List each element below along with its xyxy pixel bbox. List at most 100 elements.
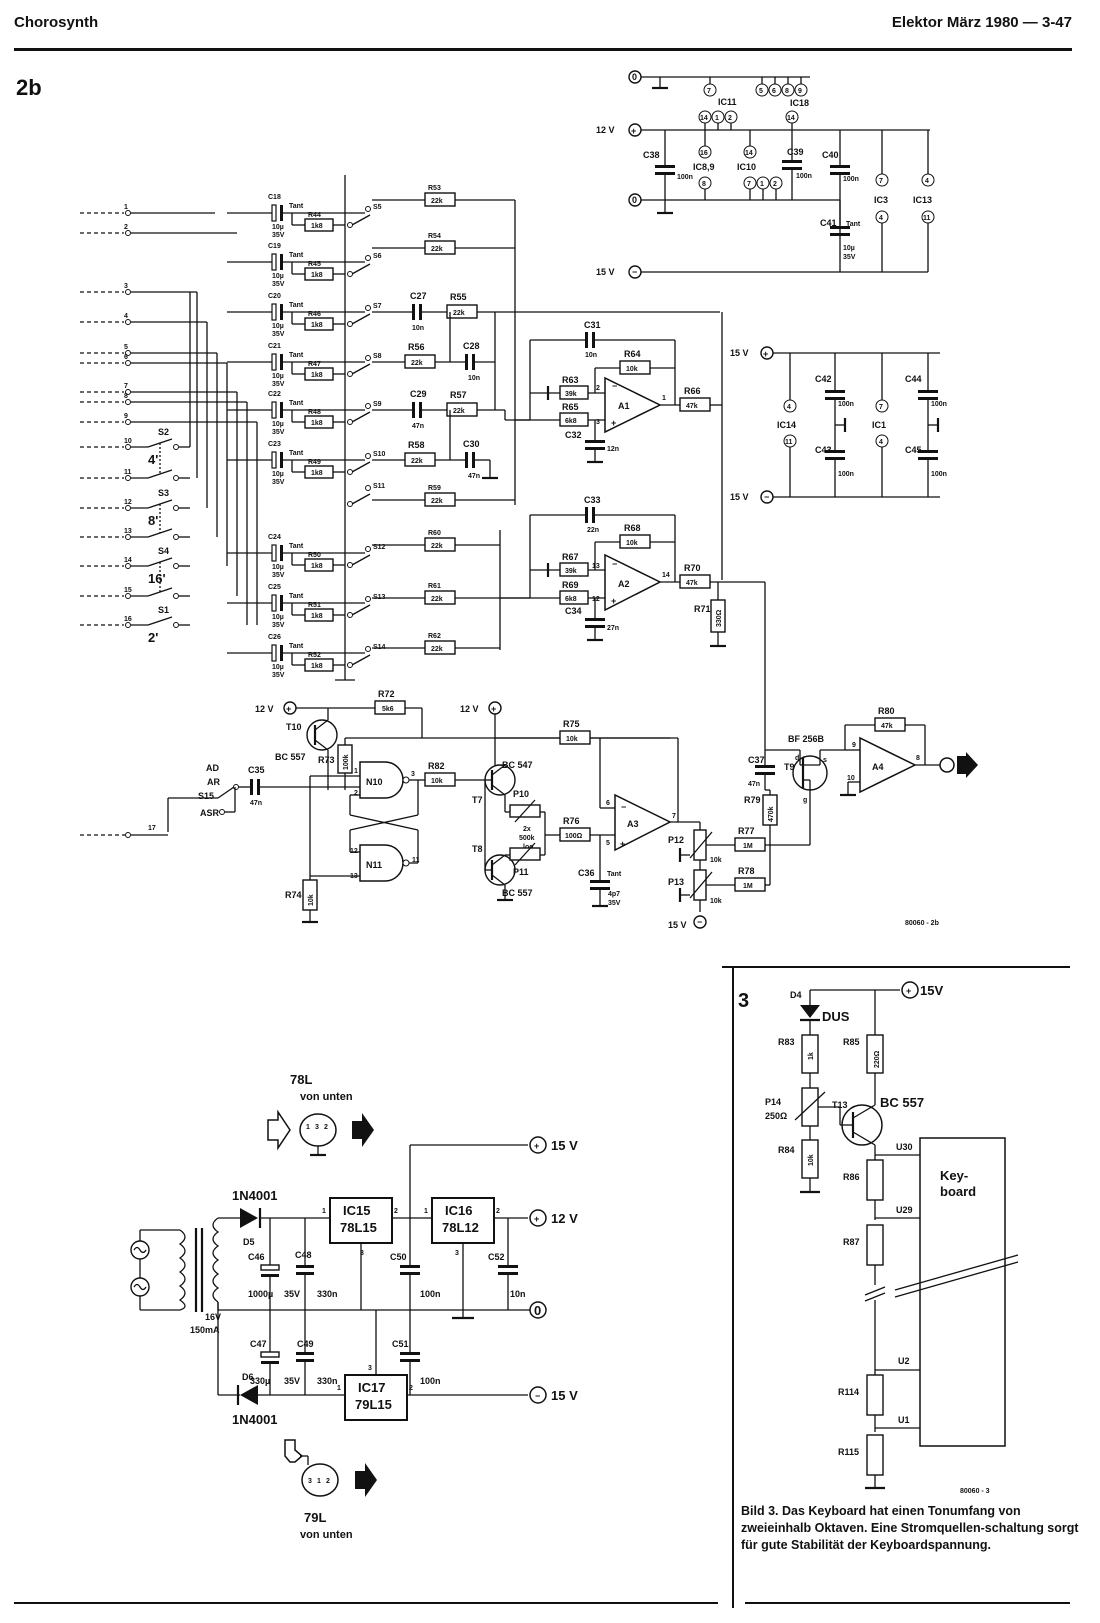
svg-text:12 V: 12 V xyxy=(460,704,479,714)
res-value: 22k xyxy=(431,246,443,253)
res-value: 22k xyxy=(431,646,443,653)
svg-text:10n: 10n xyxy=(510,1289,526,1299)
svg-text:15 V: 15 V xyxy=(596,267,615,277)
svg-text:79L: 79L xyxy=(304,1510,326,1525)
svg-text:D4: D4 xyxy=(790,990,802,1000)
cap-value: 10µ xyxy=(272,224,284,231)
input-number: 2 xyxy=(124,224,128,231)
svg-text:14: 14 xyxy=(787,115,795,122)
svg-text:R86: R86 xyxy=(843,1172,860,1182)
svg-text:R79: R79 xyxy=(744,795,761,805)
svg-text:IC13: IC13 xyxy=(913,195,932,205)
svg-text:35V: 35V xyxy=(284,1289,300,1299)
svg-text:14: 14 xyxy=(700,115,708,122)
svg-text:7: 7 xyxy=(707,88,711,95)
svg-text:2: 2 xyxy=(326,1478,330,1485)
cap-voltage: 35V xyxy=(272,479,285,486)
svg-text:C51: C51 xyxy=(392,1339,409,1349)
cap-name: C23 xyxy=(268,441,281,448)
svg-text:17: 17 xyxy=(148,825,156,832)
channel-rows: C18Tant10µ35V1k8R44S5C19Tant10µ35V1k8R45… xyxy=(227,185,530,679)
input-terminal xyxy=(125,319,131,325)
svg-text:IC17: IC17 xyxy=(358,1380,385,1395)
svg-text:R76: R76 xyxy=(563,816,580,826)
svg-text:2: 2 xyxy=(394,1208,398,1215)
svg-text:−: − xyxy=(612,381,617,391)
input-number: 8 xyxy=(124,393,128,400)
svg-text:BC 547: BC 547 xyxy=(502,760,533,770)
svg-text:100n: 100n xyxy=(420,1289,441,1299)
svg-text:10n: 10n xyxy=(468,375,480,382)
cap-name: C20 xyxy=(268,293,281,300)
footage-label: 16' xyxy=(148,571,166,586)
svg-text:4: 4 xyxy=(925,178,929,185)
input-terminal xyxy=(125,289,131,295)
svg-text:35V: 35V xyxy=(608,900,621,907)
svg-text:5: 5 xyxy=(759,88,763,95)
svg-text:47n: 47n xyxy=(468,473,480,480)
svg-text:3: 3 xyxy=(315,1124,319,1131)
svg-text:C30: C30 xyxy=(463,439,480,449)
svg-text:−: − xyxy=(612,559,617,569)
svg-text:150mA: 150mA xyxy=(190,1325,220,1335)
svg-text:4: 4 xyxy=(879,215,883,222)
svg-text:+: + xyxy=(611,596,616,606)
svg-text:BC 557: BC 557 xyxy=(275,752,306,762)
svg-text:1: 1 xyxy=(662,395,666,402)
svg-text:4: 4 xyxy=(787,404,791,411)
svg-text:78L: 78L xyxy=(290,1072,312,1087)
svg-text:C49: C49 xyxy=(297,1339,314,1349)
svg-text:s: s xyxy=(823,757,827,764)
svg-text:330µ: 330µ xyxy=(250,1376,270,1386)
svg-text:47k: 47k xyxy=(686,580,698,587)
svg-text:10k: 10k xyxy=(710,898,722,905)
svg-text:1000µ: 1000µ xyxy=(248,1289,273,1299)
svg-text:4: 4 xyxy=(879,439,883,446)
svg-text:BC 557: BC 557 xyxy=(502,888,533,898)
svg-text:79L15: 79L15 xyxy=(355,1397,392,1412)
svg-text:R77: R77 xyxy=(738,826,755,836)
svg-text:3: 3 xyxy=(411,771,415,778)
svg-text:P14: P14 xyxy=(765,1097,781,1107)
cap-tant: Tant xyxy=(289,352,304,359)
svg-text:9: 9 xyxy=(798,88,802,95)
svg-text:100n: 100n xyxy=(838,401,854,408)
svg-text:C36: C36 xyxy=(578,868,595,878)
input-terminal xyxy=(125,563,131,569)
cap-value: 10µ xyxy=(272,373,284,380)
svg-text:15 V: 15 V xyxy=(551,1388,578,1403)
res-name: R54 xyxy=(428,233,441,240)
svg-text:C46: C46 xyxy=(248,1252,265,1262)
res-value: 1k8 xyxy=(311,372,323,379)
svg-text:N10: N10 xyxy=(366,777,383,787)
svg-text:+: + xyxy=(763,349,768,359)
svg-text:2: 2 xyxy=(728,115,732,122)
svg-text:10n: 10n xyxy=(585,352,597,359)
svg-text:3: 3 xyxy=(738,990,749,1012)
cap-voltage: 35V xyxy=(272,232,285,239)
svg-text:1M: 1M xyxy=(743,843,753,850)
cap-voltage: 35V xyxy=(272,572,285,579)
cap-voltage: 35V xyxy=(272,622,285,629)
svg-text:von unten: von unten xyxy=(300,1529,353,1541)
switch-label: S12 xyxy=(373,544,386,551)
svg-text:10k: 10k xyxy=(566,736,578,743)
input-terminal xyxy=(125,444,131,450)
input-number: 6 xyxy=(124,354,128,361)
switch-label: S4 xyxy=(158,546,169,556)
svg-text:3: 3 xyxy=(596,419,600,426)
svg-text:R58: R58 xyxy=(408,440,425,450)
svg-text:−: − xyxy=(535,1391,540,1401)
switch-label: S2 xyxy=(158,427,169,437)
svg-text:35V: 35V xyxy=(843,254,856,261)
svg-text:47n: 47n xyxy=(412,423,424,430)
res-value: 1k8 xyxy=(311,663,323,670)
svg-text:500k: 500k xyxy=(519,835,535,842)
svg-text:6: 6 xyxy=(772,88,776,95)
solid-arrow-icon-2 xyxy=(355,1463,377,1497)
svg-text:C28: C28 xyxy=(463,341,480,351)
cap-tant: Tant xyxy=(289,302,304,309)
svg-text:3: 3 xyxy=(368,1365,372,1372)
